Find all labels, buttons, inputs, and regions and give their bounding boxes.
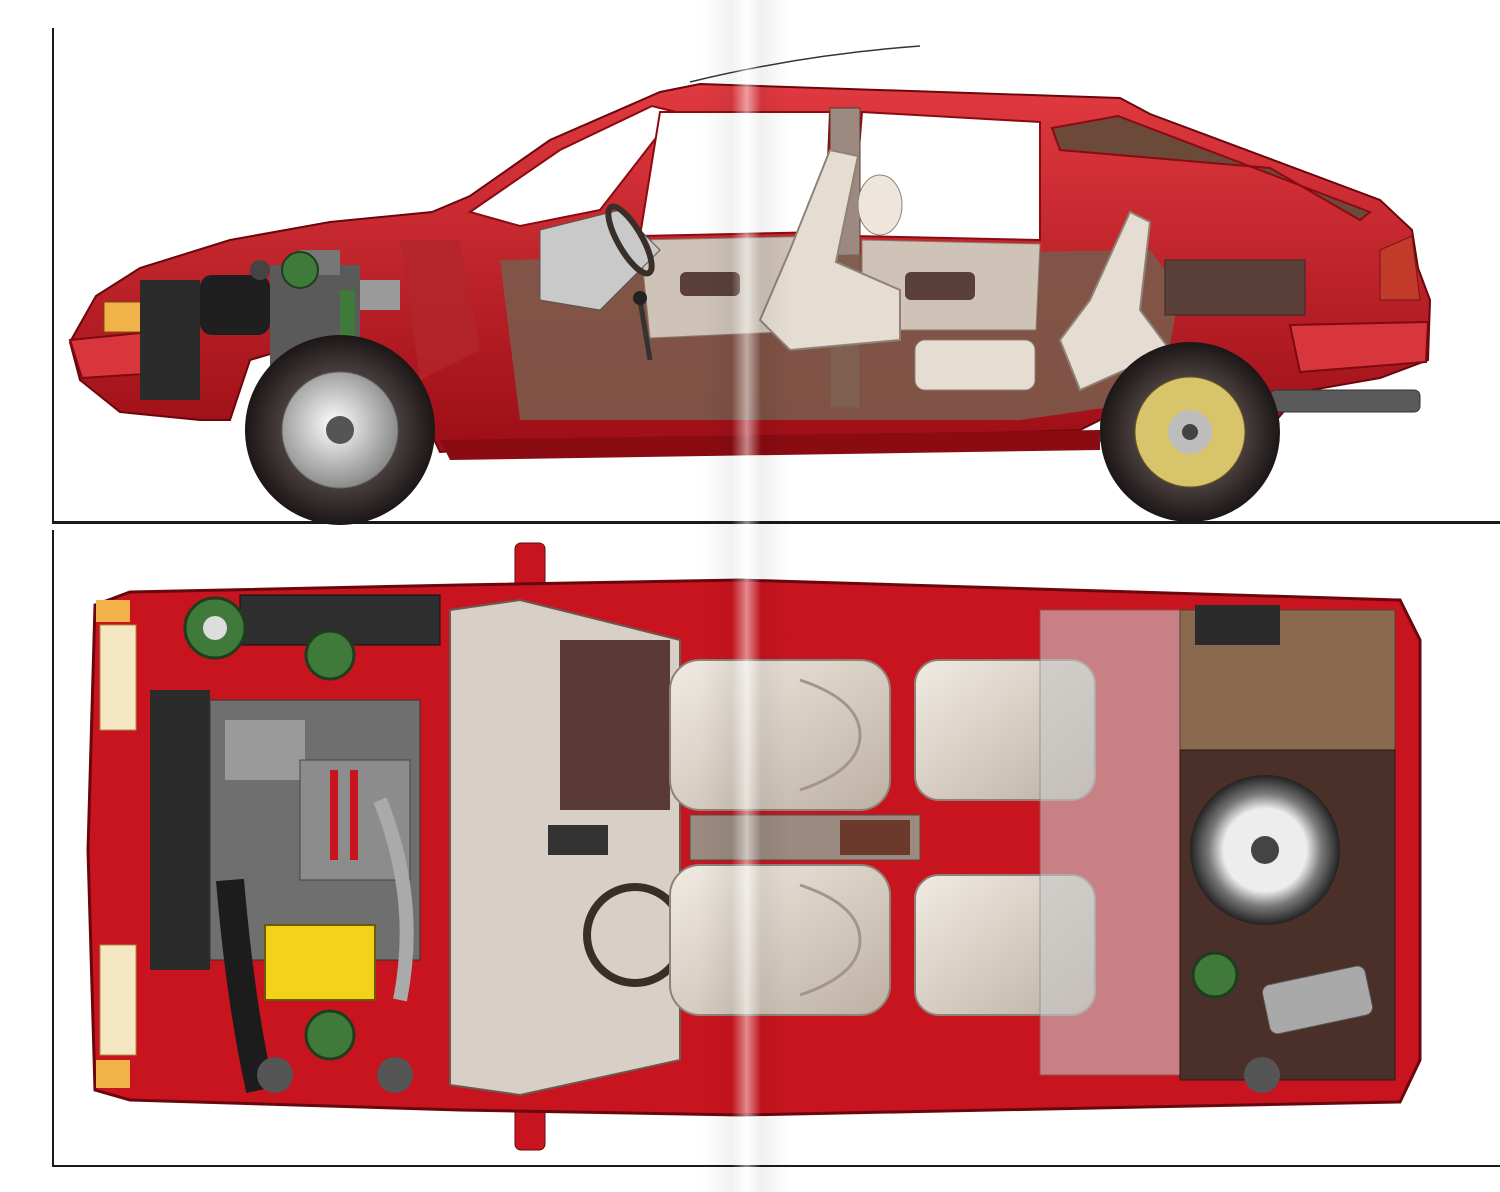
front-headrest: [857, 174, 903, 236]
rear-grille: [1195, 605, 1280, 645]
gear-knob: [633, 291, 647, 305]
rear-silencer: [1261, 965, 1374, 1035]
headlamp-top: [99, 624, 137, 731]
rear-suspension-sphere: [1191, 951, 1239, 999]
top-engine-bay: [150, 594, 441, 1094]
indicator-bottom: [96, 1060, 130, 1088]
frame-left-top: [52, 28, 54, 522]
rear-floor-pan: [1039, 609, 1181, 1076]
side-headlamp: [103, 301, 145, 333]
armrest: [840, 820, 910, 855]
rear-wheel: [1100, 342, 1280, 522]
wheel-icon: [245, 335, 435, 525]
side-tail-lamp: [1379, 235, 1421, 301]
seat-front-right: [669, 864, 891, 1016]
side-rear-bumper: [1288, 320, 1430, 374]
side-door-pocket: [905, 272, 975, 300]
side-quarter-window: [1050, 114, 1372, 222]
gear-lever: [637, 299, 653, 361]
rear-tail-end: [1244, 1057, 1280, 1093]
indicator-top: [96, 600, 130, 622]
headlamp-bottom: [99, 944, 137, 1056]
seat-front-left: [669, 659, 891, 811]
rear-seat: [1058, 210, 1172, 392]
side-boot-panel: [1164, 259, 1306, 316]
steering-wheel-icon: [605, 203, 655, 277]
spare-wheel-icon: [1190, 775, 1340, 925]
rear-seat-cushion: [914, 339, 1036, 391]
battery-icon: [264, 924, 376, 1001]
frame-left-bottom: [52, 530, 54, 1166]
radio: [548, 825, 608, 855]
top-floor-mat: [560, 640, 670, 810]
